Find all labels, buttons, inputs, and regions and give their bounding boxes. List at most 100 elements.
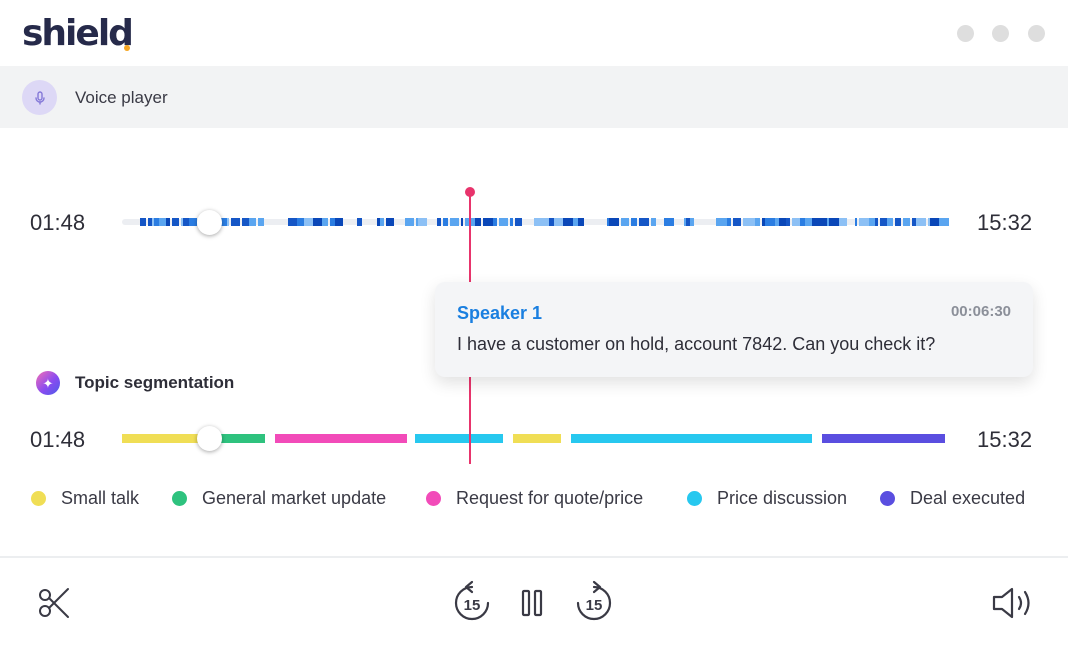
window-dot-2[interactable] (992, 25, 1009, 42)
topic-segment-small-talk[interactable] (122, 434, 218, 443)
waveform-bar (418, 218, 427, 226)
waveform-bar (183, 218, 186, 226)
topic-legend: Small talk General market update Request… (0, 486, 1068, 510)
pause-icon (521, 589, 543, 617)
legend-dot (880, 490, 895, 506)
pause-button[interactable] (516, 584, 548, 622)
legend-item-general-market-update: General market update (172, 486, 386, 510)
waveform-bar (779, 218, 786, 226)
volume-icon (992, 587, 1030, 619)
legend-dot (426, 490, 441, 506)
waveform-bar (821, 218, 827, 226)
waveform-bar (621, 218, 629, 226)
waveform-bar (805, 218, 812, 226)
waveform-bar (543, 218, 549, 226)
legend-dot (172, 490, 187, 506)
legend-label: Small talk (61, 487, 140, 508)
waveform-bar (304, 218, 313, 226)
window-dot-3[interactable] (1028, 25, 1045, 42)
waveform-bar (483, 218, 493, 226)
waveform-bar (718, 218, 727, 226)
waveform-bar (313, 218, 322, 226)
waveform-bar (609, 218, 619, 226)
tooltip-timestamp: 00:06:30 (950, 303, 1011, 320)
rewind-15-button[interactable]: 15 (450, 580, 494, 626)
forward-15-button[interactable]: 15 (572, 580, 616, 626)
waveform-bar (357, 218, 362, 226)
waveform-bar (465, 218, 470, 226)
topic-segment-general-market-update[interactable] (218, 434, 265, 443)
tooltip-transcript-text: I have a customer on hold, account 7842.… (457, 334, 936, 354)
legend-item-price-discussion: Price discussion (687, 486, 847, 510)
segments-total-time: 15:32 (977, 427, 1033, 452)
waveform-bar (869, 218, 875, 226)
playhead-marker[interactable] (465, 187, 475, 197)
waveform-bar (684, 218, 686, 226)
topic-segment[interactable] (571, 434, 812, 443)
legend-label: General market update (202, 487, 387, 508)
waveform-bar (916, 218, 926, 226)
waveform-bar (534, 218, 537, 226)
legend-label: Request for quote/price (456, 487, 644, 508)
waveform-bar (743, 218, 750, 226)
waveform-bar (475, 218, 481, 226)
waveform-bar (884, 218, 887, 226)
waveform-scrubber-handle[interactable] (196, 210, 222, 235)
volume-button[interactable] (988, 582, 1038, 624)
legend-item-small-talk: Small talk (31, 486, 139, 510)
segments-scrubber-handle[interactable] (196, 426, 222, 451)
legend-item-deal-executed: Deal executed (880, 486, 1025, 510)
transcript-tooltip: Speaker 1 00:06:30 I have a customer on … (435, 282, 1033, 377)
waveform-bar (750, 218, 755, 226)
waveform-bar (716, 218, 718, 226)
window-dot-1[interactable] (957, 25, 974, 42)
waveform-bar (499, 218, 508, 226)
waveform-bar (450, 218, 459, 226)
app-logo: shield (22, 13, 134, 54)
waveform-bar (855, 218, 857, 226)
waveform-elapsed-time: 01:48 (30, 210, 86, 235)
legend-label: Deal executed (910, 487, 1026, 508)
waveform-bar (859, 218, 869, 226)
segments-elapsed-time: 01:48 (30, 427, 86, 452)
rewind-seconds-label: 15 (464, 597, 481, 614)
waveform-bar (733, 218, 741, 226)
waveform-bar (461, 218, 463, 226)
player-title: Voice player (75, 88, 168, 107)
rewind-icon: 15 (454, 580, 490, 621)
waveform-bar (242, 218, 249, 226)
waveform-bar (405, 218, 414, 226)
waveform-bar (686, 218, 690, 226)
waveform-total-time: 15:32 (977, 210, 1033, 235)
topic-segment[interactable] (275, 434, 407, 443)
waveform-bar (903, 218, 910, 226)
sparkle-icon: ✦ (36, 371, 60, 395)
waveform-bar (762, 218, 765, 226)
waveform-bar (470, 218, 475, 226)
topic-segment[interactable] (415, 434, 503, 443)
app-header: shield (0, 0, 1068, 66)
waveform-bar (416, 218, 418, 226)
forward-seconds-label: 15 (586, 597, 603, 614)
waveform-bar (939, 218, 949, 226)
waveform-bar (875, 218, 878, 226)
waveform-bar (172, 218, 179, 226)
waveform-bar (880, 218, 884, 226)
waveform-bar (181, 218, 183, 226)
tooltip-speaker: Speaker 1 (457, 303, 543, 323)
waveform-bar (297, 218, 301, 226)
topic-segment[interactable] (822, 434, 945, 443)
legend-dot (31, 490, 46, 506)
waveform-bar (322, 218, 328, 226)
waveform-bar (792, 218, 800, 226)
topic-segments-bar[interactable] (0, 430, 1068, 446)
waveform-bar (249, 218, 256, 226)
waveform-bar (573, 218, 578, 226)
waveform-bar (288, 218, 297, 226)
waveform-bar (671, 218, 674, 226)
waveform-bars[interactable] (0, 210, 1068, 234)
topic-segment[interactable] (513, 434, 561, 443)
waveform-bar (578, 218, 584, 226)
waveform-bar (845, 218, 847, 226)
trim-button[interactable] (32, 582, 74, 624)
